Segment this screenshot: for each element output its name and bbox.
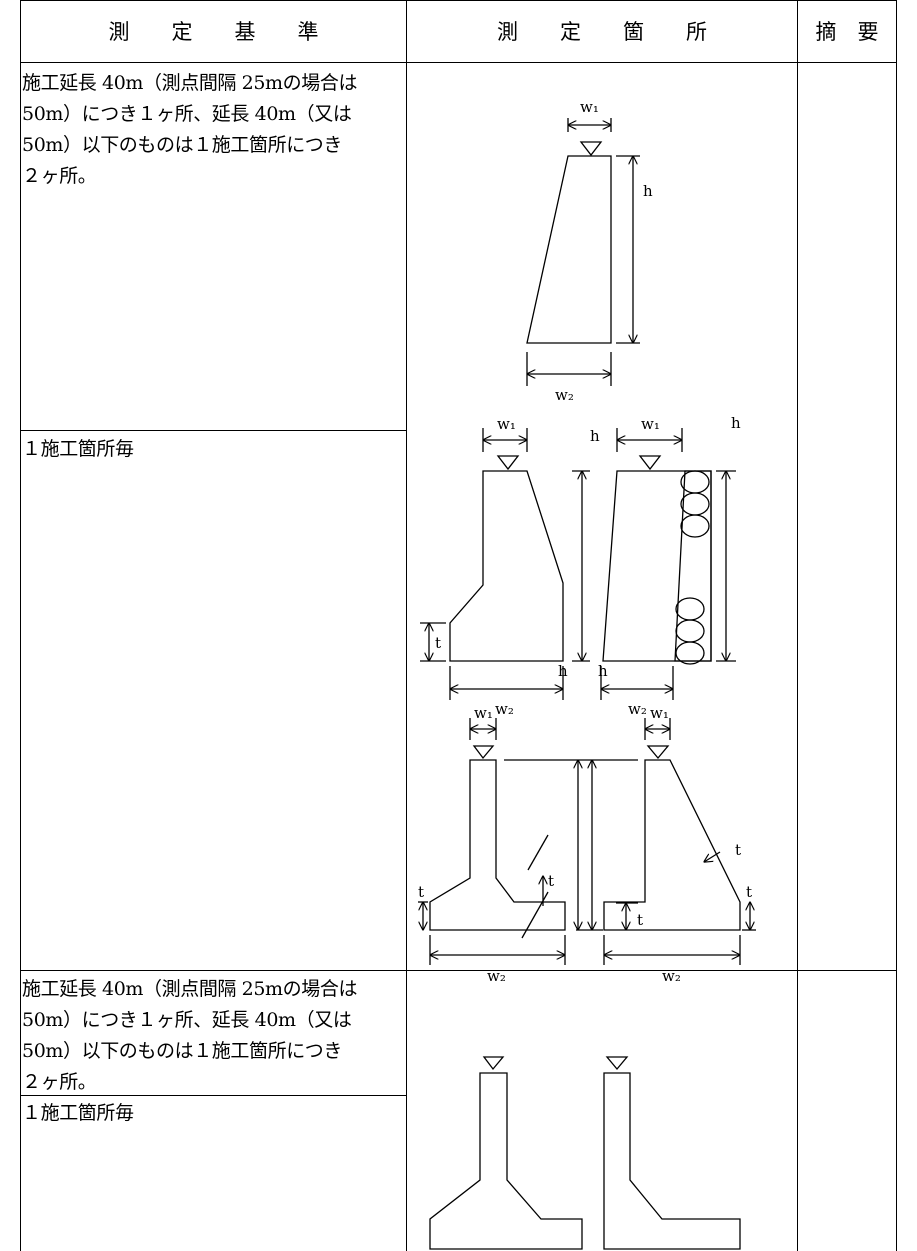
w1-label: w₁ <box>580 98 599 116</box>
water-level-icon <box>482 1056 505 1071</box>
inverted-t-wall-outline <box>429 1072 583 1250</box>
h-label: h <box>558 662 568 680</box>
h-label: h <box>598 662 608 680</box>
l-shaped-wall-diagram <box>603 718 756 965</box>
w2-label: w₂ <box>487 967 506 985</box>
h-label: h <box>731 414 741 432</box>
w2-label: w₂ <box>662 967 681 985</box>
toe-wall-diagram <box>420 428 590 700</box>
toe-wall-outline <box>449 470 564 662</box>
gravity-wall-outline <box>526 155 612 344</box>
h-label: h <box>590 427 600 445</box>
h-label: h <box>643 182 653 200</box>
table-border-left <box>20 0 21 1251</box>
gravity-wall-diagram <box>526 118 640 386</box>
row-divider-1 <box>20 430 407 431</box>
w1-label: w₁ <box>641 415 660 433</box>
water-level-icon <box>638 455 662 471</box>
header-divider <box>20 62 897 63</box>
inverted-t-wall-diagram <box>418 718 638 965</box>
header-summary: 摘 要 <box>815 20 879 44</box>
t-label: t <box>418 883 424 901</box>
w2-label: w₂ <box>495 700 514 718</box>
water-level-icon <box>472 745 495 760</box>
header-criteria: 測 定 基 準 <box>108 20 319 44</box>
l-shaped-wall-outline <box>603 1072 741 1250</box>
block-wall-outline <box>602 470 712 662</box>
criteria-text-1: 施工延長 40m（測点間隔 25mの場合は 50m）につき１ヶ所、延長 40m（… <box>22 72 358 187</box>
t-label: t <box>435 634 441 652</box>
water-level-icon <box>496 455 520 471</box>
column-divider-2 <box>797 0 798 1251</box>
table-border-right <box>896 0 897 1251</box>
w1-label: w₁ <box>650 704 669 722</box>
water-level-icon <box>646 745 670 760</box>
block-wall-diagram <box>600 428 736 700</box>
t-label: t <box>637 911 643 929</box>
water-level-icon <box>579 141 603 157</box>
unlabeled-walls-diagram <box>429 1056 741 1250</box>
w1-label: w₁ <box>497 415 516 433</box>
block-stack <box>674 470 712 662</box>
row-divider-3 <box>20 1095 407 1096</box>
w1-label: w₁ <box>474 704 493 722</box>
l-shaped-wall-outline <box>603 759 741 931</box>
criteria-text-4: １施工箇所毎 <box>22 1102 134 1124</box>
column-divider-1 <box>406 0 407 1251</box>
table-border-top <box>20 0 897 1</box>
water-level-icon <box>605 1056 629 1071</box>
t-label: t <box>735 841 741 859</box>
w2-label: w₂ <box>555 386 574 404</box>
inverted-t-wall-outline <box>429 759 566 931</box>
criteria-text-2: １施工箇所毎 <box>22 438 134 460</box>
header-location: 測 定 箇 所 <box>497 20 707 44</box>
w2-label: w₂ <box>628 700 647 718</box>
criteria-text-3: 施工延長 40m（測点間隔 25mの場合は 50m）につき１ヶ所、延長 40m（… <box>22 978 358 1093</box>
t-label: t <box>548 872 554 890</box>
section-divider <box>20 970 897 971</box>
t-label: t <box>746 883 752 901</box>
